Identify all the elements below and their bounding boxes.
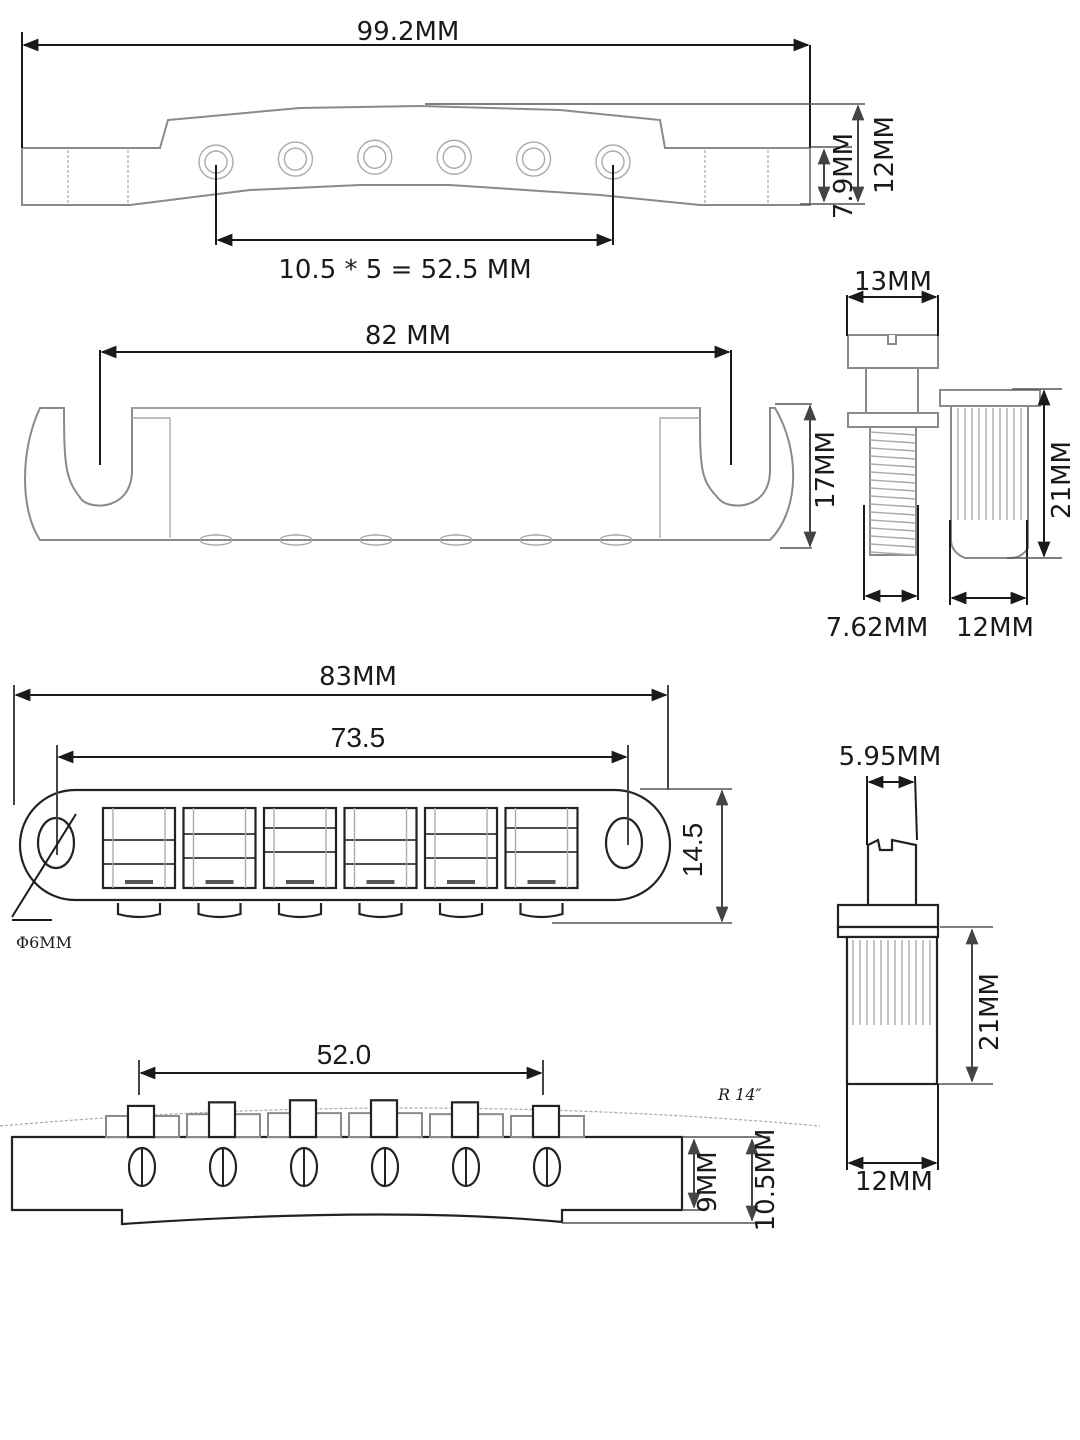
saddle bbox=[262, 806, 338, 890]
intonation-screw bbox=[358, 903, 403, 919]
bridge-side-body bbox=[10, 1135, 684, 1226]
tailpiece-side-view: 99.2MM 10.5 * 5 = 52.5 MM 7.9MM 12MM bbox=[21, 17, 900, 285]
insert-height-label: 21MM bbox=[975, 973, 1005, 1051]
post-hole-right bbox=[604, 816, 644, 870]
overall-length-label: 83MM bbox=[319, 662, 397, 692]
stud-insert bbox=[950, 405, 1029, 559]
string-hole bbox=[199, 534, 233, 546]
tailpiece-side-body bbox=[21, 104, 811, 206]
string-hole bbox=[357, 139, 393, 175]
bridge-top-view: 83MM 73.5 14.5 Φ6MM bbox=[11, 662, 732, 952]
intonation-screw bbox=[438, 903, 484, 919]
bridge-side-view: 52.0 R 14″ 9MM 10.5MM bbox=[0, 1039, 821, 1232]
string-hole bbox=[599, 534, 633, 546]
intonation-screw bbox=[519, 903, 564, 919]
saddles bbox=[105, 1099, 585, 1188]
total-height-label: 12MM bbox=[870, 116, 900, 194]
total-height-label: 10.5MM bbox=[751, 1129, 781, 1232]
insert-height-label: 21MM bbox=[1047, 441, 1077, 519]
insert-flange bbox=[939, 389, 1041, 407]
string-hole bbox=[519, 534, 553, 546]
saddle bbox=[423, 806, 499, 890]
saddles bbox=[101, 806, 579, 919]
stud-head bbox=[847, 334, 939, 369]
radius-label: R 14″ bbox=[717, 1085, 761, 1104]
tailpiece-top-view: 82 MM 17MM bbox=[24, 321, 841, 549]
string-holes bbox=[199, 534, 633, 546]
string-hole bbox=[515, 141, 552, 177]
post-spacing-label: 73.5 bbox=[331, 722, 386, 753]
thread-diameter-label: 7.62MM bbox=[826, 613, 929, 643]
saddle bbox=[343, 806, 418, 890]
hole-diameter-label: Φ6MM bbox=[16, 933, 72, 952]
saddle bbox=[504, 806, 579, 890]
radius-arc bbox=[0, 1107, 821, 1127]
thread-diameter-label: 5.95MM bbox=[839, 742, 942, 772]
tailpiece-top-body bbox=[24, 407, 795, 541]
height-label: 17MM bbox=[811, 431, 841, 509]
width-label: 14.5 bbox=[677, 823, 708, 878]
string-hole bbox=[436, 139, 472, 175]
insert-width-label: 12MM bbox=[855, 1167, 933, 1197]
saddle-span-label: 52.0 bbox=[317, 1039, 372, 1070]
saddle bbox=[182, 806, 257, 890]
post-insert bbox=[845, 935, 939, 1086]
string-hole bbox=[279, 534, 313, 546]
body-height-label: 9MM bbox=[693, 1151, 723, 1212]
insert-width-label: 12MM bbox=[956, 613, 1034, 643]
string-hole bbox=[359, 534, 393, 546]
bridge-post-view: 5.95MM 21MM 12MM bbox=[836, 742, 1005, 1197]
intonation-screw bbox=[197, 903, 242, 919]
tailpiece-stud-view: 13MM 7.62MM 12MM 21MM bbox=[826, 267, 1077, 643]
thumbwheel bbox=[836, 903, 940, 929]
overall-length-label: 99.2MM bbox=[357, 17, 460, 47]
stud-spacing-label: 10.5 * 5 = 52.5 MM bbox=[278, 255, 531, 285]
intonation-screw bbox=[116, 903, 162, 919]
stud-slot-spacing-label: 82 MM bbox=[365, 321, 451, 351]
string-hole bbox=[439, 534, 473, 546]
head-width-label: 13MM bbox=[854, 267, 932, 297]
post-shaft bbox=[866, 838, 918, 905]
intonation-screw bbox=[277, 903, 323, 919]
body-height-label: 7.9MM bbox=[829, 133, 859, 219]
saddle bbox=[101, 806, 177, 890]
string-hole bbox=[277, 141, 314, 177]
